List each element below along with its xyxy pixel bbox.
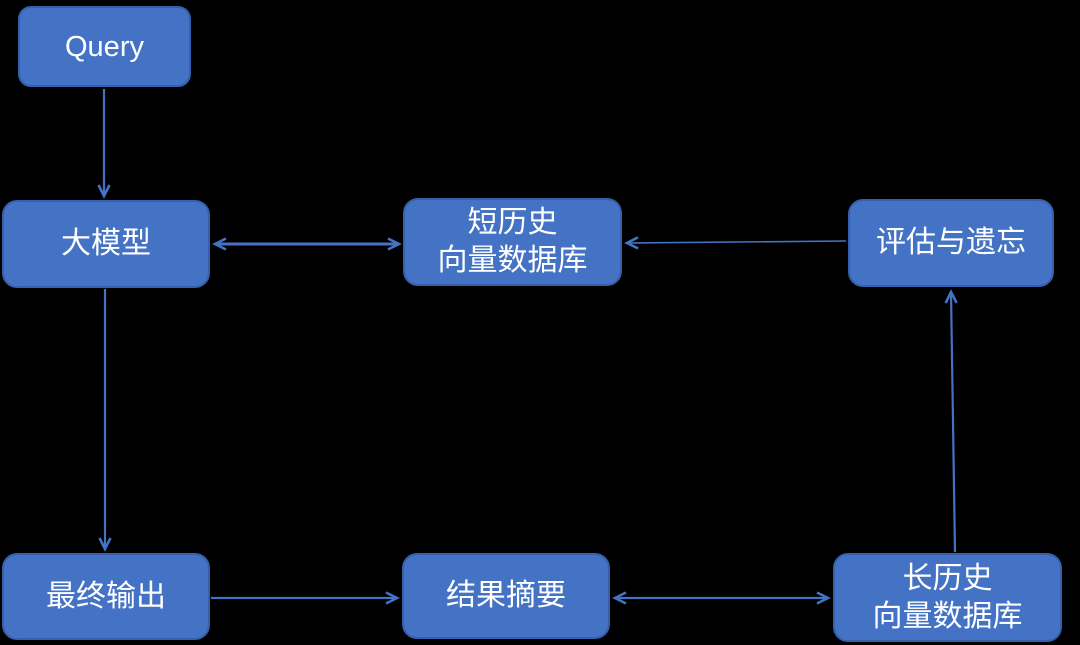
node-evaluate-and-forget-label: 评估与遗忘 xyxy=(876,226,1026,259)
node-short-history-vector-db-line1: 短历史 xyxy=(467,206,558,239)
arrow-long-history-to-evaluate-forget xyxy=(944,289,958,553)
node-large-model-label: 大模型 xyxy=(61,227,151,260)
node-query-label: Query xyxy=(65,30,144,63)
node-long-history-vector-db-line2: 向量数据库 xyxy=(872,599,1023,633)
node-result-summary: 结果摘要 xyxy=(402,553,610,639)
node-evaluate-and-forget: 评估与遗忘 xyxy=(848,199,1054,287)
node-final-output: 最终输出 xyxy=(2,553,210,640)
node-query: Query xyxy=(18,6,191,87)
node-large-model: 大模型 xyxy=(2,200,210,288)
node-final-output-label: 最终输出 xyxy=(46,579,166,613)
arrow-evaluate-forget-to-short-history xyxy=(624,236,847,250)
node-long-history-vector-db-line1: 长历史 xyxy=(902,561,993,595)
node-short-history-vector-db-line2: 向量数据库 xyxy=(437,244,588,277)
node-long-history-vector-db: 长历史 向量数据库 xyxy=(833,553,1062,642)
node-short-history-vector-db: 短历史 向量数据库 xyxy=(403,198,622,286)
node-result-summary-label: 结果摘要 xyxy=(446,579,566,612)
